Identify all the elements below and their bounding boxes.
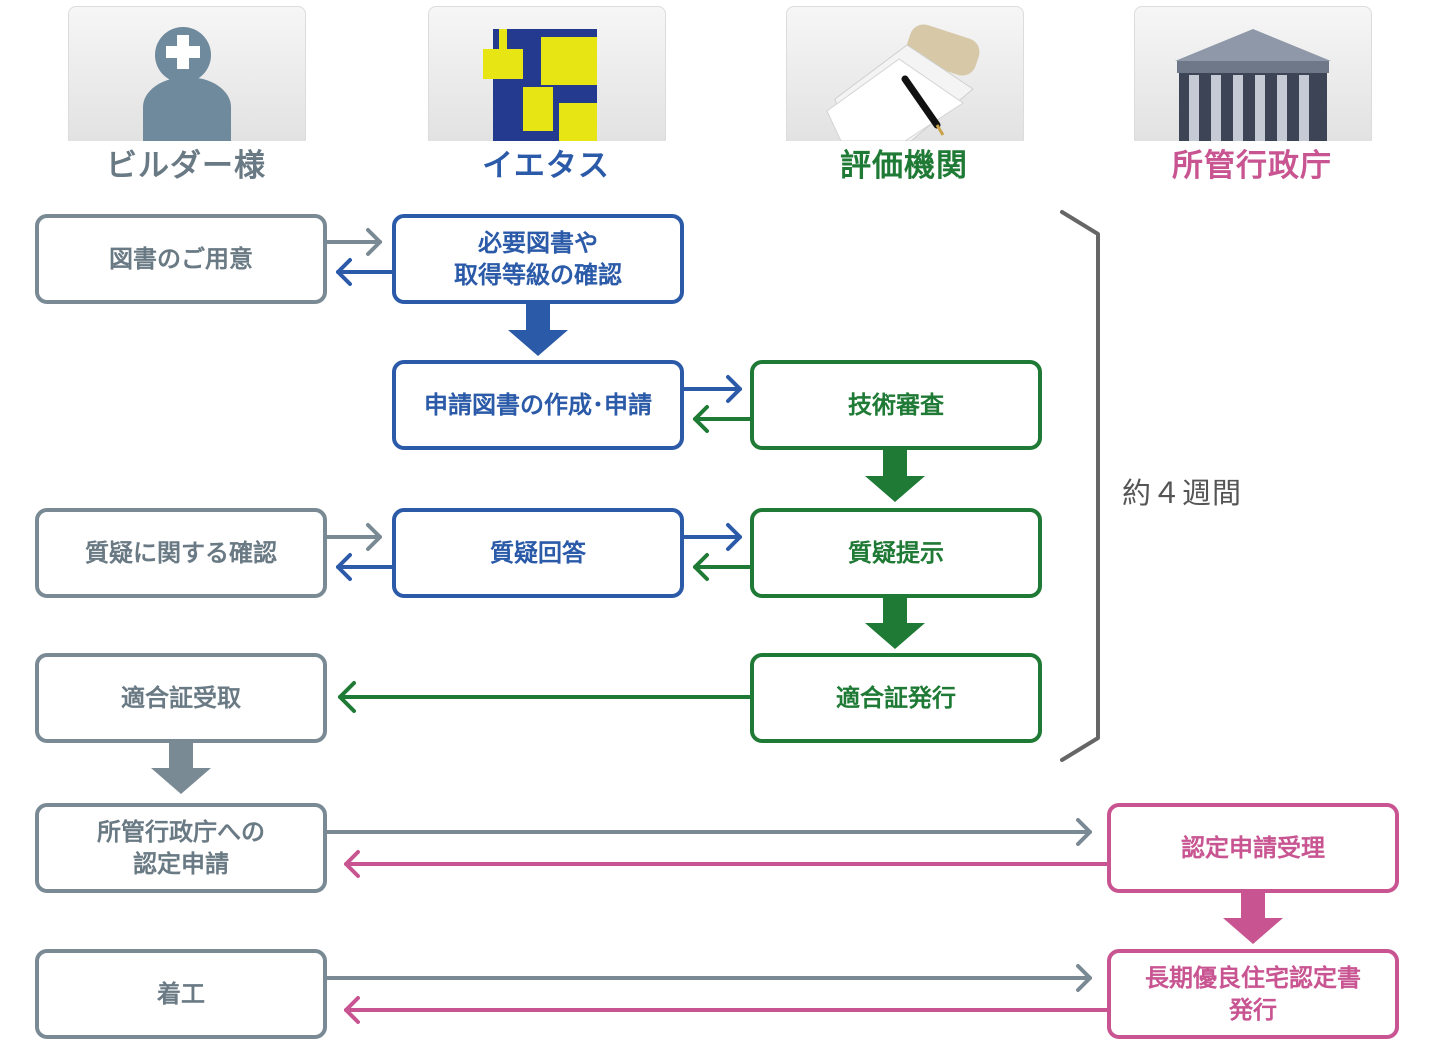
- arrow-evaluation-to-builder: [338, 681, 752, 713]
- down-arrow-ietasu: [508, 302, 568, 356]
- ietasu-card: [428, 6, 666, 141]
- step-gov-accept: 認定申請受理: [1107, 803, 1399, 893]
- duration-bracket: [1060, 210, 1100, 762]
- arrow-builder-to-government-2: [324, 964, 1092, 992]
- step-cert-receive: 適合証受取: [35, 653, 327, 743]
- arrow-evaluation-to-ietasu-1: [693, 405, 752, 433]
- arrow-evaluation-to-ietasu-2: [693, 553, 752, 581]
- down-arrow-builder: [151, 742, 211, 794]
- arrow-ietasu-to-evaluation-2: [681, 523, 742, 551]
- step-question-answer: 質疑回答: [392, 508, 684, 598]
- column-header-builder: ビルダー様: [106, 148, 266, 184]
- step-create-apply: 申請図書の作成･申請: [392, 360, 684, 450]
- government-card: [1134, 6, 1372, 141]
- step-check-docs: 必要図書や 取得等級の確認: [392, 214, 684, 304]
- step-prepare-docs: 図書のご用意: [35, 214, 327, 304]
- arrow-ietasu-to-evaluation-1: [681, 375, 742, 403]
- government-building-icon: [1175, 29, 1331, 141]
- arrow-government-to-builder-1: [344, 850, 1110, 878]
- down-arrow-government: [1223, 892, 1283, 944]
- builder-person-icon: [143, 27, 231, 141]
- step-gov-apply: 所管行政庁への 認定申請: [35, 803, 327, 893]
- arrow-ietasu-to-builder-1: [336, 258, 394, 286]
- column-header-government: 所管行政庁: [1172, 148, 1332, 184]
- duration-label: 約４週間: [1122, 476, 1243, 510]
- step-construction-start: 着工: [35, 949, 327, 1039]
- down-arrow-evaluation-2: [865, 597, 925, 649]
- step-tech-review: 技術審査: [750, 360, 1042, 450]
- arrow-builder-to-government-1: [324, 818, 1092, 846]
- arrow-builder-to-ietasu-1: [324, 228, 382, 256]
- builder-card: [68, 6, 306, 141]
- document-pen-icon: [826, 24, 980, 141]
- column-header-ietasu: イエタス: [482, 148, 610, 184]
- step-question-confirm: 質疑に関する確認: [35, 508, 327, 598]
- step-cert-issue: 適合証発行: [750, 653, 1042, 743]
- ietasu-logo-icon: [483, 29, 597, 141]
- column-header-evaluation: 評価機関: [840, 148, 968, 184]
- step-cert-long-life: 長期優良住宅認定書 発行: [1107, 949, 1399, 1039]
- arrow-builder-to-ietasu-2: [324, 523, 382, 551]
- down-arrow-evaluation-1: [865, 450, 925, 502]
- evaluation-card: [786, 6, 1024, 141]
- step-question-present: 質疑提示: [750, 508, 1042, 598]
- arrow-ietasu-to-builder-2: [336, 553, 394, 581]
- arrow-government-to-builder-2: [344, 996, 1110, 1024]
